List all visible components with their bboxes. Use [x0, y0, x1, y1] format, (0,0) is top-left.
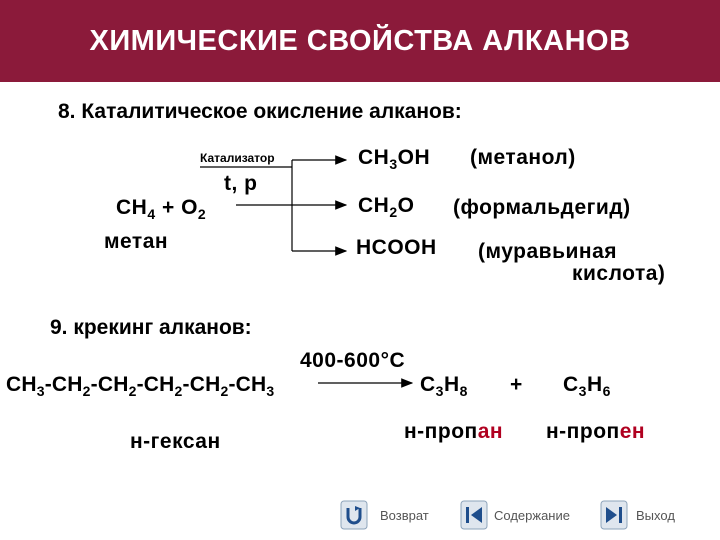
reactant-formula: CH4 + O2: [116, 196, 207, 222]
product-formic-acid-name-line1: (муравьиная: [478, 240, 618, 263]
title-bar: ХИМИЧЕСКИЕ СВОЙСТВА АЛКАНОВ: [0, 0, 720, 82]
exit-icon: [600, 500, 628, 530]
product-formic-acid-formula: HCOOH: [356, 236, 437, 259]
product-formaldehyde-formula: CH2O: [358, 194, 415, 220]
product-methanol-name: (метанол): [470, 146, 576, 169]
nav-back-button[interactable]: Возврат: [340, 500, 440, 530]
page-title: ХИМИЧЕСКИЕ СВОЙСТВА АЛКАНОВ: [89, 25, 631, 57]
hexane-name: н-гексан: [130, 430, 221, 453]
nav-back-label: Возврат: [380, 508, 429, 523]
contents-icon: [460, 500, 488, 530]
reactant-name: метан: [104, 230, 169, 253]
nav-contents-button[interactable]: Содержание: [460, 500, 580, 530]
conditions-label: t, p: [224, 172, 258, 195]
nav-exit-label: Выход: [636, 508, 675, 523]
hexane-formula: CH3-CH2-CH2-CH2-CH2-CH3: [6, 373, 275, 399]
nav-exit-button[interactable]: Выход: [600, 500, 690, 530]
propene-name: н-пропен: [546, 420, 646, 443]
propane-formula: C3H8: [420, 373, 468, 399]
propene-formula: C3H6: [563, 373, 611, 399]
product-formic-acid-name-line2: кислота): [572, 262, 666, 285]
section9-heading: 9. крекинг алканов:: [50, 316, 252, 339]
cracking-conditions: 400-600°C: [300, 349, 406, 372]
product-methanol-formula: CH3OH: [358, 146, 431, 172]
product-formaldehyde-name: (формальдегид): [453, 196, 631, 219]
catalyst-label: Катализатор: [200, 151, 275, 165]
nav-contents-label: Содержание: [494, 508, 570, 523]
return-icon: [340, 500, 368, 530]
propane-name: н-пропан: [404, 420, 504, 443]
plus-sign: +: [510, 373, 523, 396]
section8-heading: 8. Каталитическое окисление алканов:: [58, 100, 462, 123]
